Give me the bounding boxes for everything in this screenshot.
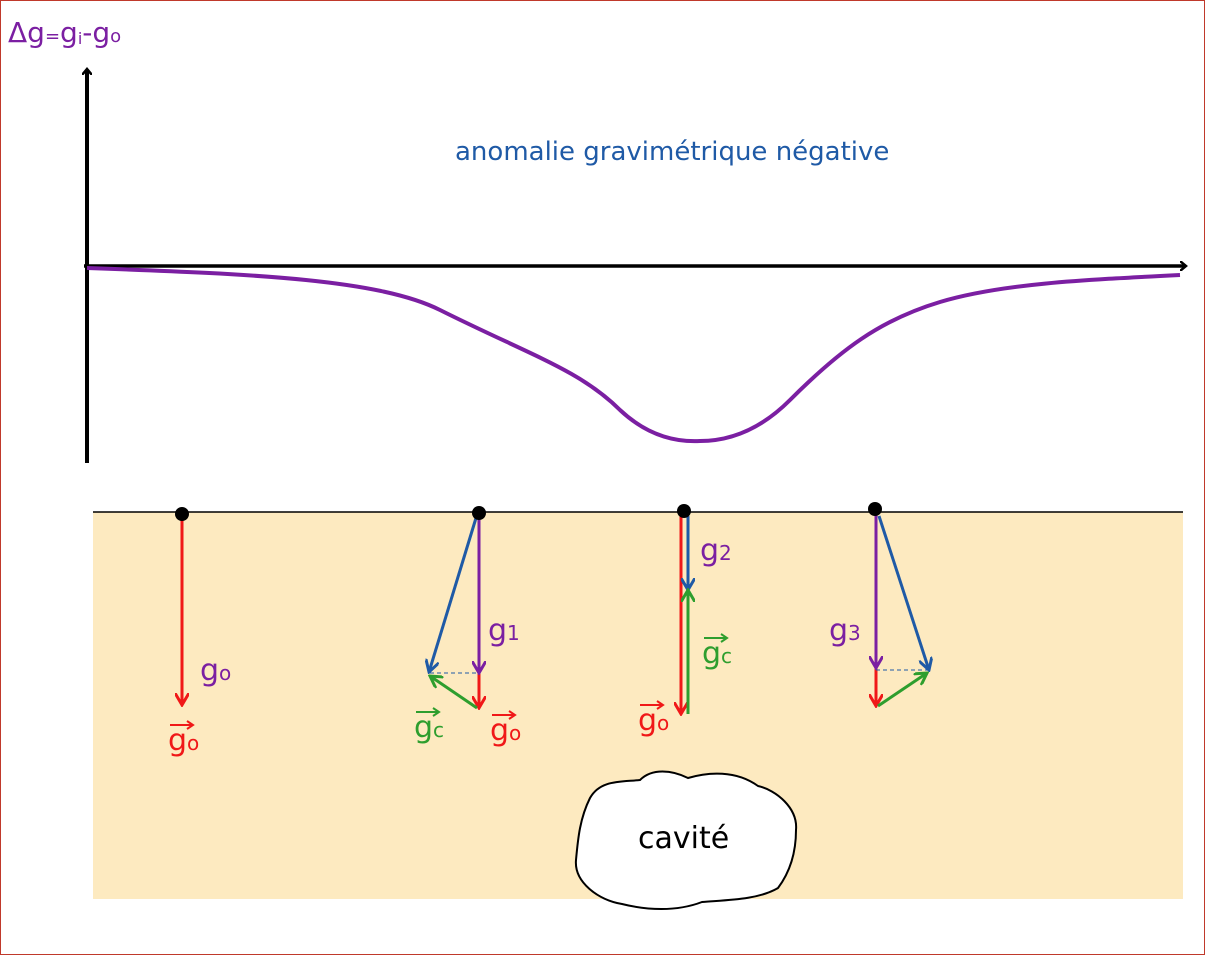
g2-label: g2 <box>700 533 732 568</box>
station-point <box>677 504 691 518</box>
svg-text:go: go <box>168 723 199 758</box>
g0-label: go <box>200 653 231 688</box>
gc-vector-label: gc <box>414 707 444 745</box>
g-blue-vector <box>877 515 929 670</box>
svg-text:gc: gc <box>414 710 444 745</box>
svg-text:go: go <box>638 703 669 738</box>
gc-vector <box>877 673 927 708</box>
g3-label: g3 <box>829 613 861 648</box>
g0-vector-label: go <box>490 710 521 748</box>
gc-vector <box>430 676 478 710</box>
svg-text:go: go <box>490 713 521 748</box>
station-point <box>868 502 882 516</box>
station-point <box>175 507 189 521</box>
g1-label: g1 <box>488 613 520 648</box>
station-point <box>472 506 486 520</box>
station-4: g3 <box>829 502 929 706</box>
anomaly-curve <box>86 266 1181 444</box>
g0-vector-label: go <box>168 720 199 758</box>
g-blue-vector <box>429 517 478 672</box>
gc-vector-label: gc <box>702 633 732 671</box>
axis-label: Δg=gi-go <box>8 16 121 49</box>
cavity <box>574 770 798 910</box>
cavity-label: cavité <box>638 821 729 856</box>
anomaly-caption: anomalie gravimétrique négative <box>455 137 889 167</box>
station-1: go go <box>168 507 231 758</box>
station-3: g2 gc go <box>638 504 732 738</box>
station-2: g1 gc go <box>414 506 521 748</box>
svg-text:gc: gc <box>702 636 732 671</box>
g0-vector-label: go <box>638 700 669 738</box>
